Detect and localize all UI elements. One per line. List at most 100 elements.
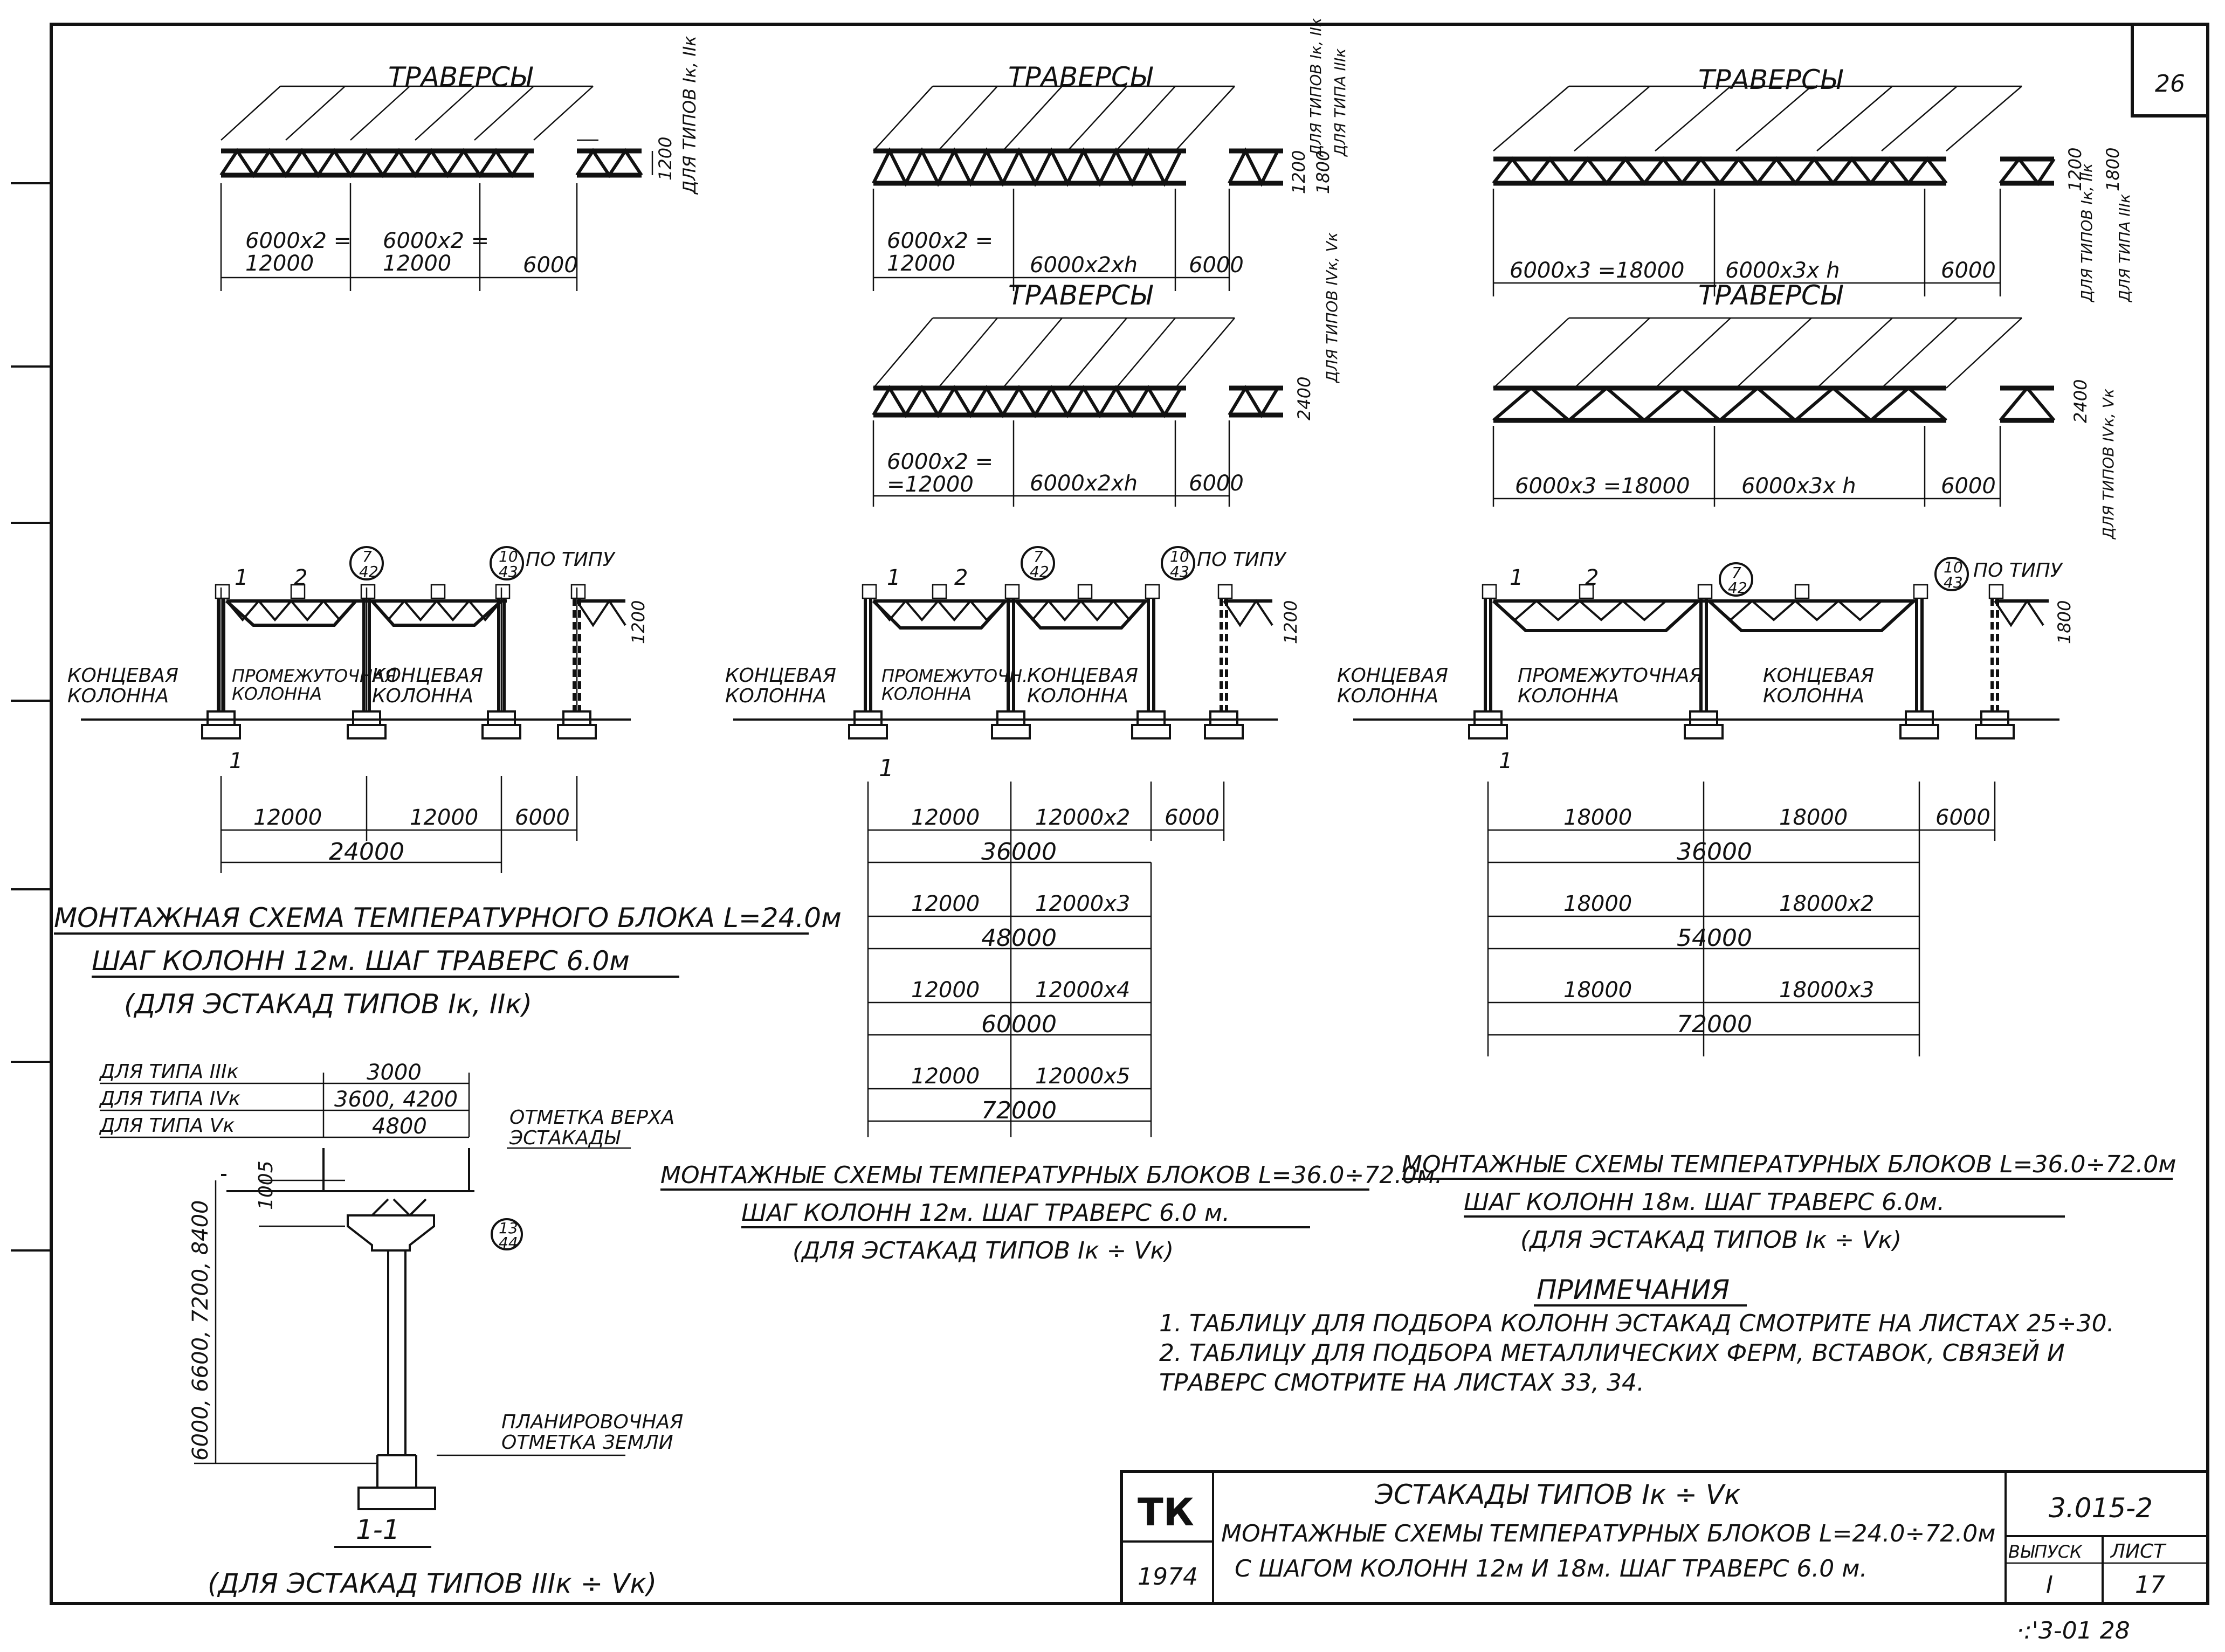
traverse-title: ТРАВЕРСЫ: [1698, 64, 1843, 95]
dim-heights: 6000, 6600, 7200, 8400: [188, 1200, 213, 1461]
node-callout-2-sheet: 43: [499, 563, 518, 580]
by-type-label: ПО ТИПУ: [526, 549, 616, 571]
traverse-title: ТРАВЕРСЫ: [388, 61, 533, 93]
node-callout-2: 10: [499, 548, 518, 565]
height-table-value-3: 4800: [372, 1114, 427, 1139]
traverse-dim-2: 6000x3x h: [1725, 258, 1840, 283]
traverse-side-note: ДЛЯ ТИПОВ Iк, IIк: [679, 36, 700, 195]
span-rows: 12000 12000x2 36000 12000 12000x3 48000 …: [911, 805, 1130, 1124]
caption-line-3: (ДЛЯ ЭСТАКАД ТИПОВ Iк, IIк): [124, 989, 532, 1020]
row-4-b: 12000x5: [1035, 1064, 1130, 1089]
title-line-1: ЭСТАКАДЫ ТИПОВ Iк ÷ Vк: [1374, 1479, 1740, 1510]
traverse-dim-1: 6000x3 =18000: [1515, 474, 1690, 499]
montage-truss: [225, 599, 626, 627]
traverse-dim-2: 6000x2xh: [1030, 253, 1138, 278]
span-dim-2: 12000: [410, 805, 478, 830]
node-callout-1-sheet: 42: [1728, 579, 1747, 597]
caption-line-1: МОНТАЖНЫЕ СХЕМЫ ТЕМПЕРАТУРНЫХ БЛОКОВ L=3…: [660, 1162, 1442, 1189]
row-2-b: 18000x2: [1779, 891, 1874, 916]
traverse-dim-3: 6000: [1941, 258, 1996, 283]
traverse-side-note: ДЛЯ ТИПОВ Iк, IIк: [1307, 18, 1325, 157]
row-3-total: 72000: [1677, 1011, 1752, 1038]
traverse-dim-3: 6000: [1189, 471, 1244, 496]
traverse-title: ТРАВЕРСЫ: [1008, 61, 1153, 93]
section-mark-2: 2: [1585, 565, 1599, 590]
caption-3: МОНТАЖНЫЕ СХЕМЫ ТЕМПЕРАТУРНЫХ БЛОКОВ L=3…: [1402, 1151, 2176, 1254]
traverse-dim-2: 6000x2 =12000: [383, 229, 489, 276]
row-3-a: 12000: [911, 978, 980, 1003]
section-mark-1-bottom: 1: [879, 755, 894, 782]
row-2-a: 18000: [1563, 891, 1632, 916]
traverse-height: 2400: [1294, 377, 1314, 420]
section-mark-1: 1: [235, 565, 248, 590]
note-3: ТРАВЕРС СМОТРИТЕ НА ЛИСТАХ 33, 34.: [1159, 1369, 1644, 1397]
year: 1974: [1138, 1563, 1198, 1591]
height-table-value-2: 3600, 4200: [334, 1087, 458, 1112]
traverse-scheme-4: ТРАВЕРСЫ 6000x2 ==12000 6000x2xh 6000 24…: [872, 232, 1341, 507]
row-1-a: 12000: [911, 805, 980, 830]
notes-title: ПРИМЕЧАНИЯ: [1537, 1274, 1730, 1305]
node-callout-1: 7: [362, 548, 372, 565]
traverse-dim-1: 6000x2 =12000: [245, 229, 352, 276]
traverse-side-note: ДЛЯ ТИПОВ Iк, IIк: [2078, 163, 2096, 303]
notes: ПРИМЕЧАНИЯ 1. ТАБЛИЦУ ДЛЯ ПОДБОРА КОЛОНН…: [1159, 1274, 2114, 1397]
stamp-bottom: ·:'3-01 28: [2016, 1617, 2130, 1644]
total-dim: 24000: [329, 838, 404, 866]
traverse-height: 1200: [2065, 148, 2085, 191]
node-callout-2-sheet: 43: [1944, 573, 1963, 591]
traverse-height: 1200: [655, 137, 676, 181]
caption-line-1: МОНТАЖНЫЕ СХЕМЫ ТЕМПЕРАТУРНЫХ БЛОКОВ L=3…: [1402, 1151, 2176, 1178]
span-dim-3: 6000: [1935, 805, 1990, 830]
node-callout-1: 7: [1034, 548, 1043, 565]
section-1-1: ДЛЯ ТИПА IIIк 3000 ДЛЯ ТИПА IVк 3600, 42…: [99, 1060, 683, 1599]
section-mark-1-bottom: 1: [1499, 749, 1512, 773]
traverse-height: 1200: [1289, 150, 1309, 194]
row-3-b: 12000x4: [1035, 978, 1130, 1003]
by-type-label: ПО ТИПУ: [1973, 559, 2063, 582]
traverse-title: ТРАВЕРСЫ: [1698, 280, 1843, 311]
issue-value: I: [2046, 1571, 2053, 1599]
node-callout-1-sheet: 42: [359, 563, 378, 580]
node-callout-2-sheet: 43: [1170, 563, 1189, 580]
row-1-a: 18000: [1563, 805, 1632, 830]
intermediate-column-label: ПРОМЕЖУТОЧН.КОЛОННА: [881, 666, 1028, 704]
caption-2: МОНТАЖНЫЕ СХЕМЫ ТЕМПЕРАТУРНЫХ БЛОКОВ L=3…: [660, 1162, 1442, 1264]
traverse-side-note: ДЛЯ ТИПОВ IVк, Vк: [2099, 389, 2117, 540]
caption-line-3: (ДЛЯ ЭСТАКАД ТИПОВ Iк ÷ Vк): [793, 1237, 1174, 1264]
row-1-total: 36000: [981, 838, 1057, 866]
montage-height: 1200: [628, 600, 649, 644]
sheet-label: ЛИСТ: [2110, 1540, 2167, 1563]
title-block: ТК 1974 ЭСТАКАДЫ ТИПОВ Iк ÷ Vк МОНТАЖНЫЕ…: [1120, 1470, 2209, 1605]
binding-marks: [11, 182, 51, 1252]
section-caption: (ДЛЯ ЭСТАКАД ТИПОВ IIIк ÷ Vк): [208, 1568, 657, 1599]
issue-label: ВЫПУСК: [2008, 1542, 2083, 1562]
row-3-b: 18000x3: [1779, 978, 1874, 1003]
traverse-side-note-2: ДЛЯ ТИПА IIIк: [1331, 49, 1349, 157]
node-callout-1: 7: [1732, 564, 1741, 582]
sheet-value: 17: [2135, 1571, 2165, 1599]
traverse-title: ТРАВЕРСЫ: [1008, 280, 1153, 311]
caption-line-2: ШАГ КОЛОНН 18м. ШАГ ТРАВЕРС 6.0м.: [1464, 1188, 1945, 1216]
section-node: 13: [499, 1219, 518, 1237]
section-mark-2: 2: [954, 565, 968, 590]
row-2-total: 54000: [1677, 924, 1752, 952]
section-mark-1: 1: [1510, 565, 1523, 590]
title-line-3: С ШАГОМ КОЛОНН 12м И 18м. ШАГ ТРАВЕРС 6.…: [1235, 1555, 1867, 1582]
section-mark-2: 2: [294, 565, 307, 590]
span-rows: 18000 18000 36000 18000 18000x2 54000 18…: [1563, 805, 1874, 1038]
sheet-number-box: [2131, 23, 2209, 117]
caption-1: МОНТАЖНАЯ СХЕМА ТЕМПЕРАТУРНОГО БЛОКА L=2…: [54, 902, 842, 1020]
traverse-dim-3: 6000: [1189, 253, 1244, 278]
traverse-dim-3: 6000: [523, 253, 578, 278]
row-2-a: 12000: [911, 891, 980, 916]
